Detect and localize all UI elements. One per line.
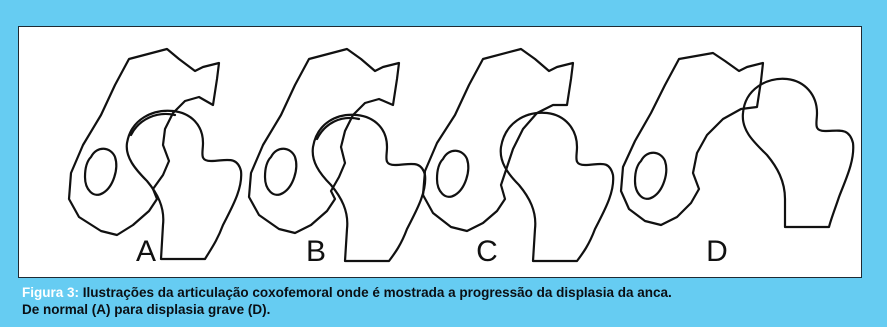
caption-figure-label: Figura 3: bbox=[22, 285, 79, 300]
obturator-foramen bbox=[437, 151, 468, 197]
label-a: A bbox=[136, 235, 156, 269]
obturator-foramen bbox=[265, 149, 296, 195]
caption-text-1: Ilustrações da articulação coxofemoral o… bbox=[79, 285, 672, 300]
femur-outline bbox=[501, 113, 614, 261]
pelvis-outline bbox=[423, 49, 573, 231]
label-c: C bbox=[476, 235, 498, 269]
figure-caption: Figura 3: Ilustrações da articulação cox… bbox=[22, 284, 862, 318]
caption-line-1: Figura 3: Ilustrações da articulação cox… bbox=[22, 284, 862, 301]
label-d: D bbox=[706, 235, 728, 269]
obturator-foramen bbox=[635, 153, 666, 199]
pelvis-outline bbox=[249, 49, 399, 233]
joint-space-line bbox=[317, 118, 359, 139]
hip-diagram-d bbox=[621, 53, 853, 227]
obturator-foramen bbox=[85, 149, 116, 195]
caption-line-2: De normal (A) para displasia grave (D). bbox=[22, 301, 862, 318]
femur-outline bbox=[743, 79, 853, 227]
figure-panel: A B C D bbox=[18, 26, 862, 278]
femur-outline bbox=[313, 115, 426, 261]
hip-diagram-b bbox=[249, 49, 425, 261]
hip-diagram-c bbox=[423, 49, 613, 261]
label-b: B bbox=[306, 235, 326, 269]
hip-diagram-a bbox=[69, 49, 241, 259]
pelvis-outline bbox=[69, 49, 219, 235]
pelvis-outline bbox=[621, 53, 763, 225]
